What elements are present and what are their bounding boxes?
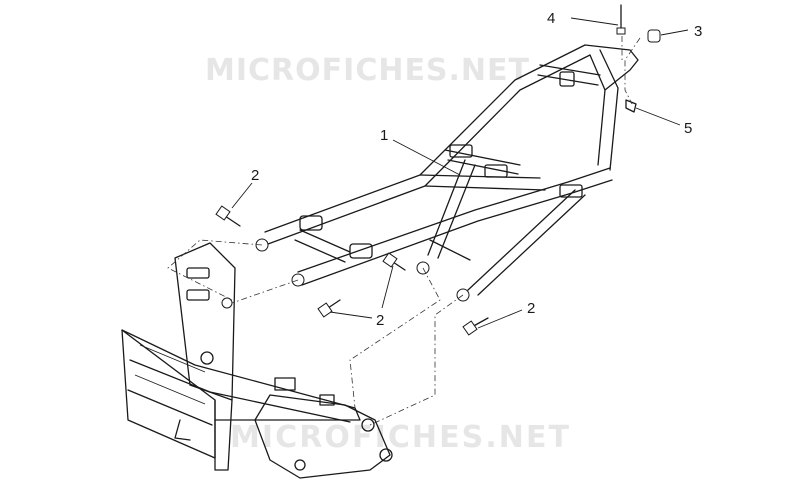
rear-subframe — [255, 44, 639, 302]
callout-1: 1 — [380, 127, 388, 144]
callout-5: 5 — [684, 120, 692, 137]
alignment-lines — [167, 36, 641, 426]
small-hardware — [616, 4, 661, 113]
mounting-bolts — [215, 205, 489, 336]
callout-3: 3 — [694, 23, 702, 40]
callout-2-middle: 2 — [376, 312, 384, 329]
callout-4: 4 — [547, 10, 555, 27]
callout-2-right: 2 — [527, 300, 535, 317]
watermark-top: MICROFICHES.NET — [205, 53, 530, 88]
main-frame — [121, 242, 393, 479]
callout-leaders — [231, 17, 689, 329]
watermark-bottom: MICROFICHES.NET — [230, 420, 570, 455]
callout-2-left: 2 — [251, 167, 259, 184]
